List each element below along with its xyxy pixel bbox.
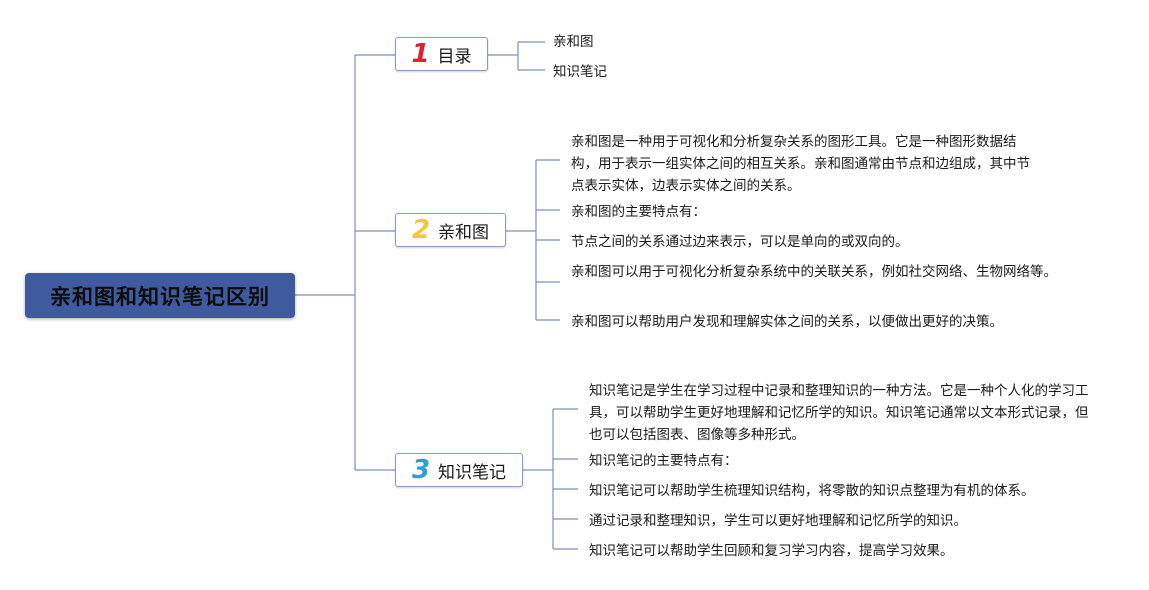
leaf-node[interactable]: 知识笔记的主要特点有：: [589, 453, 738, 469]
leaf-node[interactable]: 亲和图的主要特点有：: [571, 204, 706, 220]
root-label: 亲和图和知识笔记区别: [50, 284, 270, 309]
leaf-node[interactable]: 节点之间的关系通过边来表示，可以是单向的或双向的。: [571, 234, 909, 250]
branch-node-knowledge-notes[interactable]: 3 知识笔记: [395, 453, 523, 487]
number-2-icon: 2: [411, 215, 431, 245]
leaf-node[interactable]: 知识笔记是学生在学习过程中记录和整理知识的一种方法。它是一种个人化的学习工具，可…: [589, 383, 1089, 443]
leaf-node[interactable]: 亲和图可以用于可视化分析复杂系统中的关联关系，例如社交网络、生物网络等。: [571, 264, 1057, 280]
leaf-node[interactable]: 亲和图可以帮助用户发现和理解实体之间的关系，以便做出更好的决策。: [571, 314, 1003, 330]
leaf-node[interactable]: 通过记录和整理知识，学生可以更好地理解和记忆所学的知识。: [589, 513, 967, 529]
number-1-icon: 1: [411, 39, 430, 69]
branch-node-contents[interactable]: 1 目录: [395, 37, 488, 71]
leaf-node[interactable]: 知识笔记可以帮助学生梳理知识结构，将零散的知识点整理为有机的体系。: [589, 483, 1035, 499]
branch-label: 亲和图: [438, 222, 490, 243]
leaf-node[interactable]: 亲和图是一种用于可视化和分析复杂关系的图形工具。它是一种图形数据结构，用于表示一…: [571, 134, 1030, 194]
leaf-node[interactable]: 知识笔记: [553, 64, 607, 80]
branch-label: 知识笔记: [438, 462, 507, 483]
branch-node-affinity-diagram[interactable]: 2 亲和图: [395, 213, 506, 247]
branch-label: 目录: [437, 46, 472, 67]
leaf-node[interactable]: 知识笔记可以帮助学生回顾和复习学习内容，提高学习效果。: [589, 543, 954, 559]
number-3-icon: 3: [411, 455, 431, 485]
leaf-node[interactable]: 亲和图: [553, 34, 594, 50]
root-node[interactable]: 亲和图和知识笔记区别: [25, 273, 295, 318]
